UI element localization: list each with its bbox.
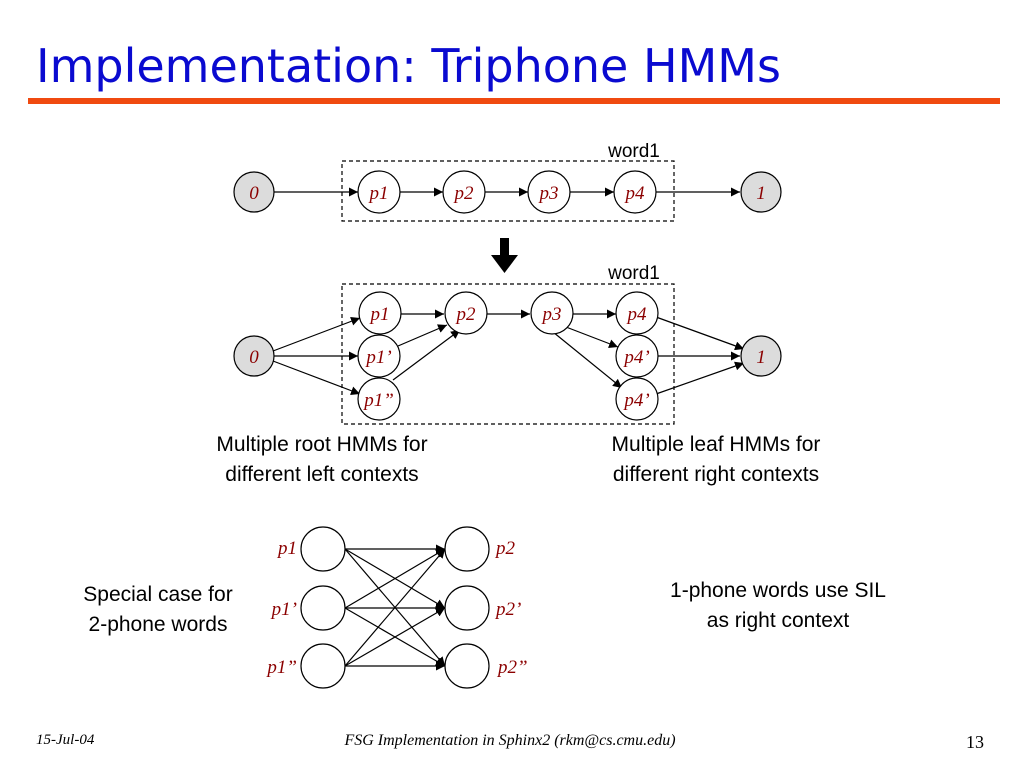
footer-date: 15-Jul-04	[36, 732, 95, 748]
node-mid-p1: p1	[358, 291, 402, 335]
edge-mid-0-p1	[272, 316, 361, 352]
label-bottom-p1: p1	[276, 538, 297, 559]
top-word-diagram: word1 0 p1 p2 p3 p4	[233, 141, 782, 222]
edge-mid-p3-p4b	[565, 326, 619, 348]
node-top-p1: p1	[357, 170, 401, 214]
node-top-end: 1	[740, 171, 782, 213]
label-bottom-p1-prime: p1’	[270, 599, 297, 620]
node-bottom-p1	[300, 526, 346, 572]
svg-text:p2: p2	[453, 183, 475, 204]
label-bottom-p2: p2	[494, 538, 516, 559]
node-mid-p4: p4	[615, 291, 659, 335]
node-top-p4: p4	[613, 170, 657, 214]
svg-text:p3: p3	[538, 183, 559, 204]
caption-leaf-hmms: Multiple leaf HMMs for different right c…	[566, 430, 866, 490]
node-mid-p1-prime: p1’	[357, 334, 401, 378]
caption-two-phone: Special case for 2-phone words	[48, 580, 268, 640]
node-bottom-p1-double-prime	[300, 643, 346, 689]
svg-text:1: 1	[756, 347, 766, 368]
mid-edges	[272, 309, 745, 396]
svg-text:p4: p4	[626, 304, 648, 325]
caption-leaf-hmms-line2: different right contexts	[612, 463, 820, 486]
caption-one-phone: 1-phone words use SIL as right context	[618, 576, 938, 636]
svg-text:p1”: p1”	[362, 390, 394, 411]
label-bottom-p1-double-prime: p1”	[265, 657, 297, 678]
svg-text:0: 0	[249, 347, 259, 368]
node-top-p3: p3	[527, 170, 571, 214]
node-bottom-p2-double-prime	[444, 643, 490, 689]
top-word-label: word1	[607, 141, 660, 162]
svg-text:p1: p1	[369, 304, 390, 325]
node-mid-p3: p3	[530, 291, 574, 335]
caption-one-phone-line1: 1-phone words use SIL	[670, 579, 886, 602]
svg-text:p1’: p1’	[364, 347, 391, 368]
node-bottom-p1-prime	[300, 585, 346, 631]
mid-word-diagram: word1 0 p1 p1’	[233, 263, 782, 425]
svg-text:p4’: p4’	[622, 347, 649, 368]
svg-text:p3: p3	[541, 304, 562, 325]
down-arrow-icon	[491, 238, 518, 273]
node-mid-p4-prime: p4’	[615, 334, 659, 378]
two-phone-diagram: p1 p1’ p1” p2 p2’ p2”	[265, 526, 528, 689]
svg-text:p2: p2	[455, 304, 477, 325]
slide-title: Implementation: Triphone HMMs	[36, 39, 781, 93]
edge-mid-p1b-p2	[397, 324, 448, 347]
edge-mid-0-p1c	[272, 360, 361, 396]
mid-word-box	[341, 283, 675, 425]
mid-word-label: word1	[607, 263, 660, 284]
edge-mid-p4c-1	[655, 361, 745, 395]
caption-two-phone-line1: Special case for	[83, 583, 233, 606]
edge-mid-p1c-p2	[392, 329, 461, 381]
label-bottom-p2-prime: p2’	[494, 599, 521, 620]
svg-text:p4’: p4’	[622, 390, 649, 411]
caption-one-phone-line2: as right context	[706, 609, 850, 632]
svg-text:p1: p1	[368, 183, 389, 204]
caption-root-hmms-line2: different left contexts	[225, 463, 419, 486]
bipartite-edges	[344, 544, 446, 671]
caption-leaf-hmms-line1: Multiple leaf HMMs for	[611, 433, 821, 456]
node-mid-start: 0	[233, 335, 275, 377]
svg-text:0: 0	[249, 183, 259, 204]
footer-title: FSG Implementation in Sphinx2 (rkm@cs.cm…	[344, 732, 676, 749]
caption-two-phone-line2: 2-phone words	[88, 613, 228, 636]
label-bottom-p2-double-prime: p2”	[496, 657, 528, 678]
edge-mid-p4-1	[655, 316, 745, 351]
node-mid-p4-double-prime: p4’	[615, 377, 659, 421]
title-underline	[28, 98, 1000, 104]
svg-text:1: 1	[756, 183, 766, 204]
edge-mid-p3-p4c	[552, 331, 623, 389]
svg-text:p4: p4	[624, 183, 646, 204]
node-bottom-p2	[444, 526, 490, 572]
node-top-p2: p2	[442, 170, 486, 214]
page-number: 13	[966, 732, 984, 752]
node-mid-p2: p2	[444, 291, 488, 335]
node-mid-p1-double-prime: p1”	[357, 377, 401, 421]
node-mid-end: 1	[740, 335, 782, 377]
caption-root-hmms-line1: Multiple root HMMs for	[216, 433, 428, 456]
node-top-start: 0	[233, 171, 275, 213]
node-bottom-p2-prime	[444, 585, 490, 631]
caption-root-hmms: Multiple root HMMs for different left co…	[172, 430, 472, 490]
